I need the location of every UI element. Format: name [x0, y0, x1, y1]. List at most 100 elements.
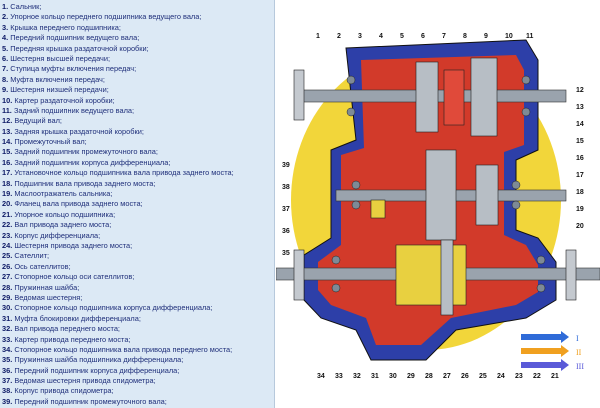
- legend-item-number: 21.: [2, 209, 13, 219]
- legend-item-number: 25.: [2, 251, 13, 261]
- legend-item-number: 28.: [2, 282, 13, 292]
- legend-item-text: Передний подшипник промежуточного вала;: [14, 396, 167, 406]
- callout-number: 24: [497, 373, 505, 380]
- rear-flange: [565, 249, 577, 301]
- callout-number: 39: [282, 162, 290, 169]
- callout-number: 27: [443, 373, 451, 380]
- legend-item-text: Крышка переднего подшипника;: [10, 22, 121, 32]
- shift-clutch: [443, 69, 465, 126]
- legend-item-number: 32.: [2, 324, 13, 334]
- callout-number: 35: [282, 250, 290, 257]
- legend-item-number: 29.: [2, 292, 13, 302]
- flow-label-1: I: [576, 334, 579, 343]
- legend-item-number: 19.: [2, 189, 13, 199]
- legend-item: 7. Ступица муфты включения передач;: [2, 64, 274, 74]
- legend-item: 24. Шестерня привода заднего моста;: [2, 241, 274, 251]
- legend-item-number: 24.: [2, 240, 13, 250]
- callout-number: 1: [316, 33, 320, 40]
- front-flange: [293, 249, 305, 301]
- intermediate-gear-large: [425, 149, 457, 241]
- callout-number: 23: [515, 373, 523, 380]
- legend-item-number: 1.: [2, 2, 9, 11]
- legend-item-text: Фланец вала привода заднего моста;: [14, 199, 143, 209]
- callout-number: 3: [358, 33, 362, 40]
- legend-item: 10. Картер раздаточной коробки;: [2, 96, 274, 106]
- legend-item-number: 33.: [2, 334, 13, 344]
- differential-housing: [395, 244, 467, 306]
- bearings: [331, 75, 546, 293]
- callout-number: 14: [576, 121, 584, 128]
- legend-item: 25. Сателлит;: [2, 251, 274, 261]
- callout-number: 7: [442, 33, 446, 40]
- legend-item: 19. Маслоотражатель сальника;: [2, 189, 274, 199]
- legend-item: 8. Муфта включения передач;: [2, 75, 274, 85]
- callout-number: 12: [576, 87, 584, 94]
- legend-item: 39. Передний подшипник промежуточного ва…: [2, 397, 274, 407]
- speedometer-drive: [370, 199, 386, 219]
- callout-number: 34: [317, 373, 325, 380]
- legend-item-text: Муфта блокировки дифференциала;: [14, 313, 141, 323]
- legend-item-text: Корпус дифференциала;: [14, 230, 101, 240]
- legend-item-text: Стопорное кольцо оси сателлитов;: [14, 272, 135, 282]
- callout-number: 26: [461, 373, 469, 380]
- legend-item-number: 27.: [2, 272, 13, 282]
- legend-item-text: Задний подшипник корпуса дифференциала;: [14, 157, 171, 167]
- callout-number: 8: [463, 33, 467, 40]
- legend-item-number: 7.: [2, 64, 9, 74]
- legend-item-text: Шестерня высшей передачи;: [10, 53, 111, 63]
- legend-item-number: 34.: [2, 344, 13, 354]
- legend-item: 26. Ось сателлитов;: [2, 262, 274, 272]
- legend-item-number: 14.: [2, 137, 13, 147]
- legend-item-number: 15.: [2, 147, 13, 157]
- legend-item-number: 31.: [2, 313, 13, 323]
- callout-number: 2: [337, 33, 341, 40]
- legend-item: 23. Корпус дифференциала;: [2, 231, 274, 241]
- legend-item: 29. Ведомая шестерня;: [2, 293, 274, 303]
- legend-item: 13. Задняя крышка раздаточной коробки;: [2, 127, 274, 137]
- legend-item-text: Передний подшипник корпуса дифференциала…: [14, 365, 180, 375]
- legend-item: 2. Упорное кольцо переднего подшипника в…: [2, 12, 274, 22]
- callout-number: 32: [353, 373, 361, 380]
- legend-item: 33. Картер привода переднего моста;: [2, 335, 274, 345]
- legend-item-number: 30.: [2, 303, 13, 313]
- legend-item-number: 4.: [2, 33, 9, 43]
- legend-item-number: 18.: [2, 178, 13, 188]
- callout-number: 10: [505, 33, 513, 40]
- legend-item-number: 12.: [2, 116, 13, 126]
- legend-item-text: Передняя крышка раздаточной коробки;: [10, 43, 149, 53]
- callout-number: 25: [479, 373, 487, 380]
- parts-legend: 1. Сальник;2. Упорное кольцо переднего п…: [0, 0, 275, 408]
- legend-item-number: 38.: [2, 386, 13, 396]
- callout-number: 9: [484, 33, 488, 40]
- callout-number: 13: [576, 104, 584, 111]
- flow-label-3: III: [576, 362, 584, 371]
- callout-number: 29: [407, 373, 415, 380]
- legend-item-text: Передний подшипник ведущего вала;: [10, 33, 140, 43]
- input-flange: [293, 69, 305, 121]
- legend-item-number: 5.: [2, 43, 9, 53]
- legend-item-text: Подшипник вала привода заднего моста;: [14, 178, 156, 188]
- legend-item-number: 6.: [2, 53, 9, 63]
- legend-item-text: Сальник;: [10, 2, 42, 11]
- legend-item-text: Шестерня низшей передачи;: [10, 85, 109, 95]
- legend-item: 36. Передний подшипник корпуса дифференц…: [2, 366, 274, 376]
- legend-item-text: Задний подшипник промежуточного вала;: [14, 147, 158, 157]
- legend-item: 32. Вал привода переднего моста;: [2, 324, 274, 334]
- legend-item-number: 11.: [2, 105, 12, 115]
- legend-item-number: 26.: [2, 261, 13, 271]
- legend-item: 4. Передний подшипник ведущего вала;: [2, 33, 274, 43]
- legend-item: 12. Ведущий вал;: [2, 116, 274, 126]
- legend-item-text: Стопорное кольцо подшипника вала привода…: [14, 344, 233, 354]
- legend-item-number: 10.: [2, 95, 13, 105]
- legend-item-text: Пружинная шайба подшипника дифференциала…: [14, 355, 184, 365]
- callout-number: 36: [282, 228, 290, 235]
- legend-item: 27. Стопорное кольцо оси сателлитов;: [2, 272, 274, 282]
- legend-item-text: Корпус привода спидометра;: [14, 386, 114, 396]
- legend-item: 14. Промежуточный вал;: [2, 137, 274, 147]
- driven-gear: [440, 239, 454, 316]
- low-gear: [470, 57, 498, 137]
- legend-item: 31. Муфта блокировки дифференциала;: [2, 314, 274, 324]
- legend-item-text: Вал привода заднего моста;: [14, 220, 112, 230]
- legend-item: 38. Корпус привода спидометра;: [2, 386, 274, 396]
- legend-item-text: Муфта включения передач;: [10, 74, 105, 84]
